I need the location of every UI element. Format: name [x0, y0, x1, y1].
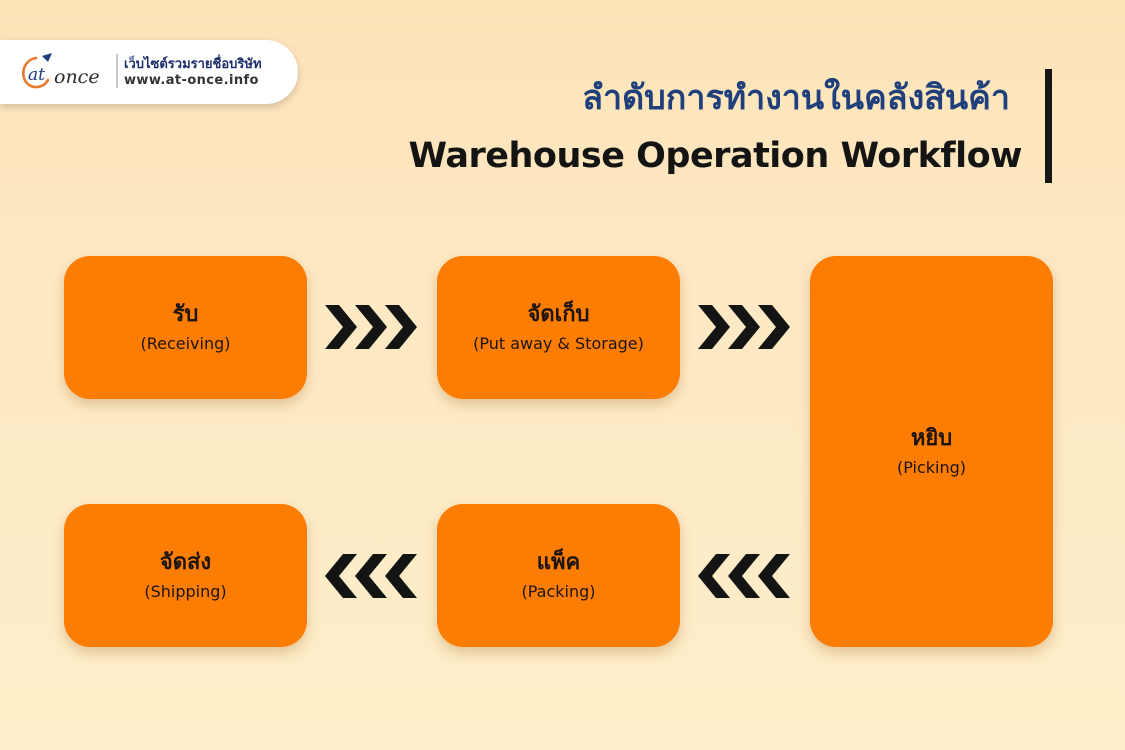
triple-chevron-left-icon — [696, 550, 792, 602]
step-receiving-english: (Receiving) — [140, 333, 231, 353]
triple-chevron-right-icon — [696, 301, 792, 353]
title-accent-bar — [1045, 69, 1052, 183]
site-logo-badge[interactable]: at once เว็บไซต์รวมรายชื่อบริษัท www.at-… — [0, 40, 298, 104]
step-picking-english: (Picking) — [896, 457, 967, 477]
step-packing-thai: แพ็ค — [536, 549, 581, 575]
step-putaway-thai: จัดเก็บ — [527, 301, 590, 327]
triple-chevron-left-icon — [323, 550, 419, 602]
step-packing: แพ็ค (Packing) — [437, 504, 680, 647]
step-picking-thai: หยิบ — [910, 425, 953, 451]
logo-url[interactable]: www.at-once.info — [124, 73, 259, 88]
step-shipping-english: (Shipping) — [144, 581, 227, 601]
logo-divider — [116, 54, 118, 88]
step-shipping-thai: จัดส่ง — [159, 549, 212, 575]
svg-text:at: at — [28, 65, 45, 85]
triple-chevron-right-icon — [323, 301, 419, 353]
step-receiving: รับ (Receiving) — [64, 256, 307, 399]
step-receiving-thai: รับ — [172, 301, 199, 327]
at-once-logo-icon: at once — [22, 53, 100, 89]
step-putaway-english: (Put away & Storage) — [473, 333, 644, 353]
page-title-english: Warehouse Operation Workflow — [408, 136, 1023, 176]
step-shipping: จัดส่ง (Shipping) — [64, 504, 307, 647]
step-packing-english: (Packing) — [521, 581, 596, 601]
step-picking: หยิบ (Picking) — [810, 256, 1053, 647]
step-putaway: จัดเก็บ (Put away & Storage) — [437, 256, 680, 399]
svg-text:once: once — [54, 66, 100, 88]
page-title-thai: ลำดับการทำงานในคลังสินค้า — [582, 78, 1010, 118]
logo-tagline: เว็บไซต์รวมรายชื่อบริษัท — [124, 57, 262, 72]
